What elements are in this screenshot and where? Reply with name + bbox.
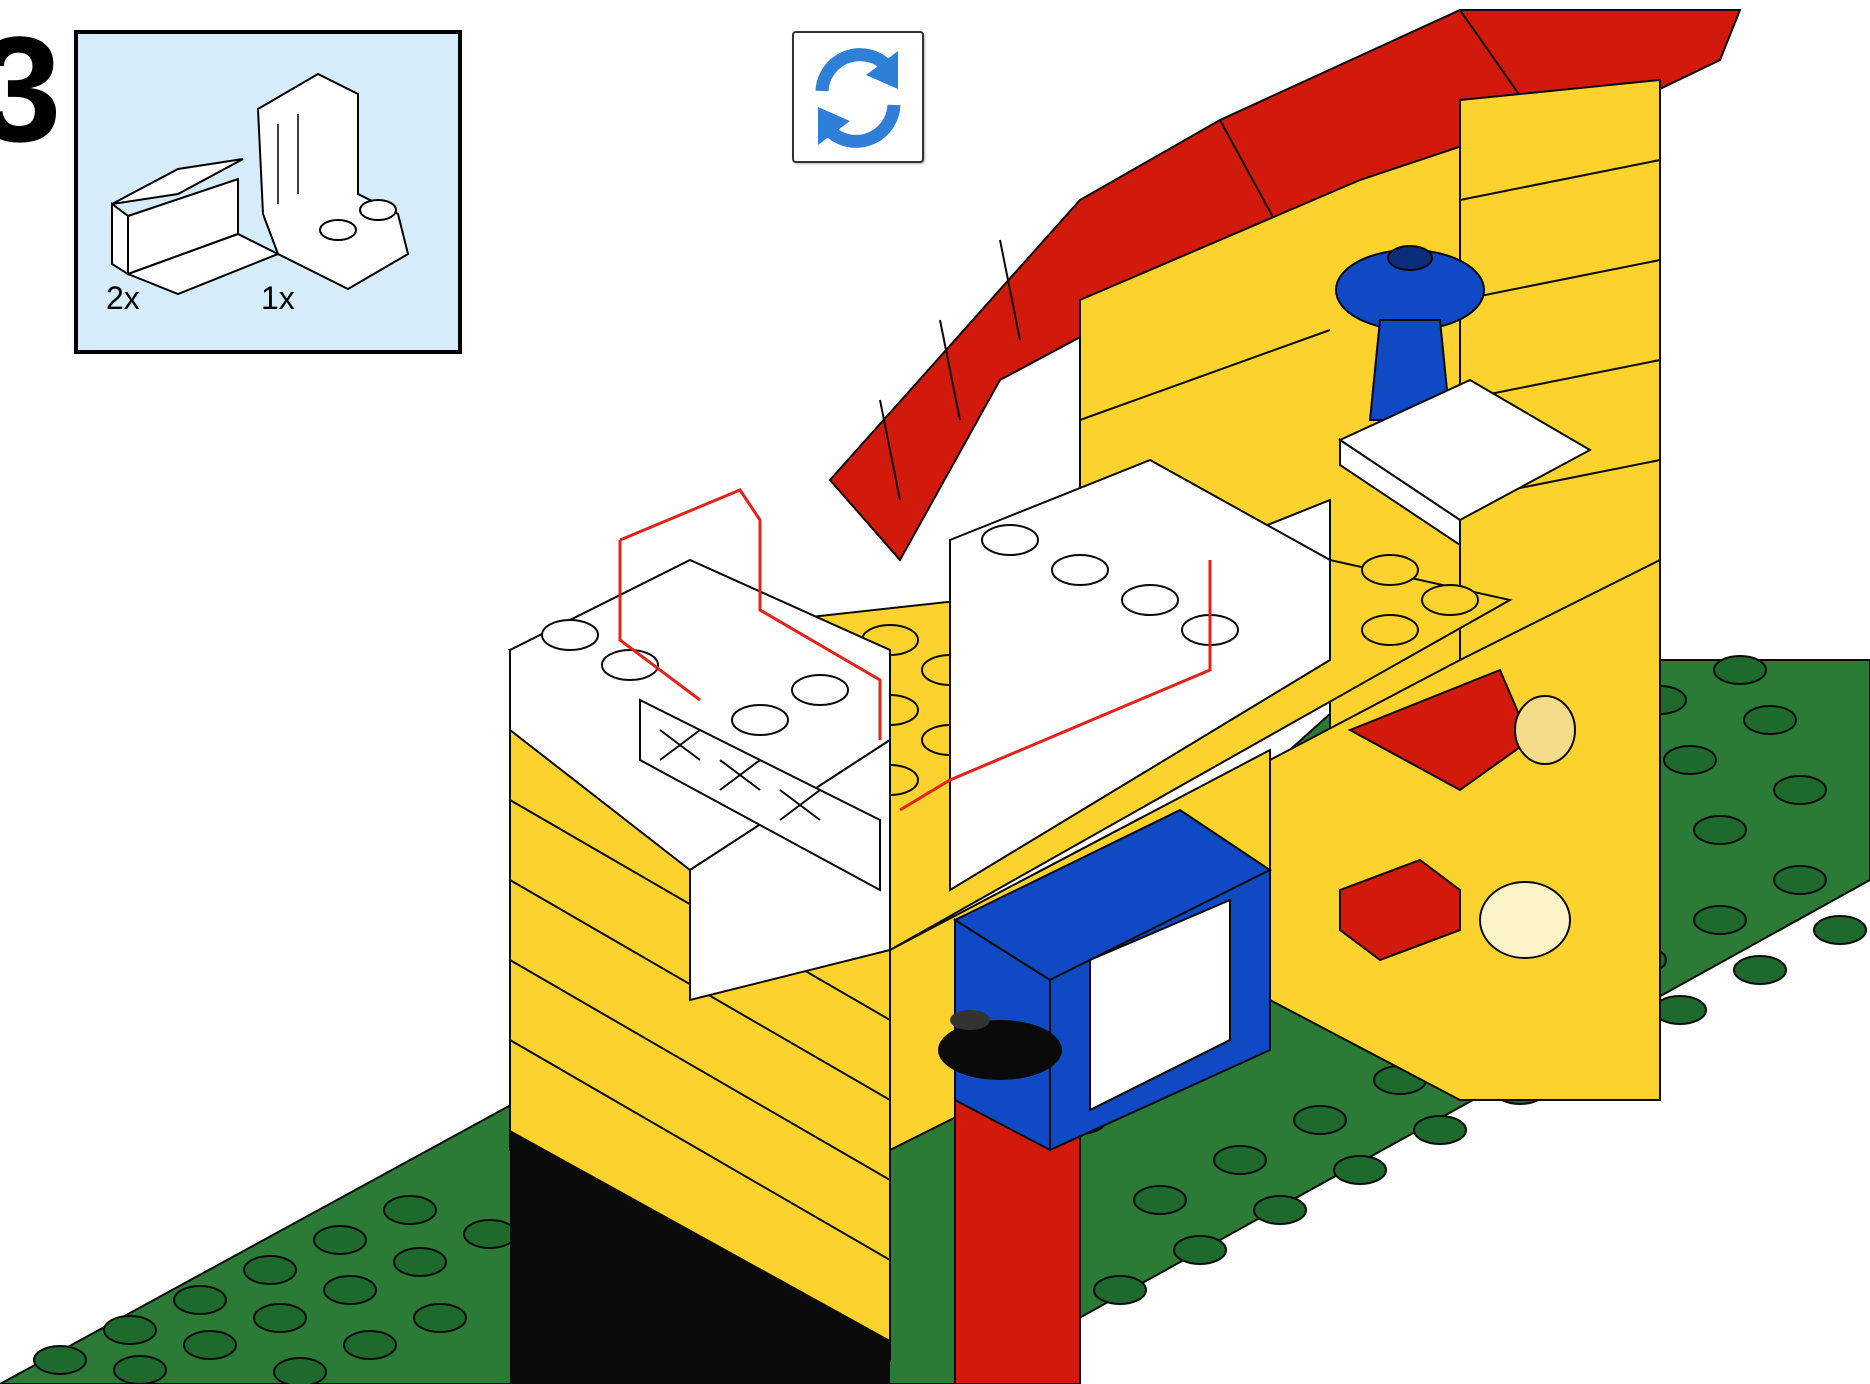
panel-1x2-white-icon	[112, 159, 278, 294]
rotate-icon[interactable]	[792, 31, 924, 163]
step-number: 3	[0, 14, 61, 164]
part-count: 1x	[261, 280, 295, 317]
part-count: 2x	[106, 280, 140, 317]
parts-list: 2x 1x	[74, 30, 462, 354]
glass	[1480, 882, 1570, 958]
headlight	[1515, 696, 1575, 764]
seat-2x2-white-icon	[258, 74, 408, 289]
